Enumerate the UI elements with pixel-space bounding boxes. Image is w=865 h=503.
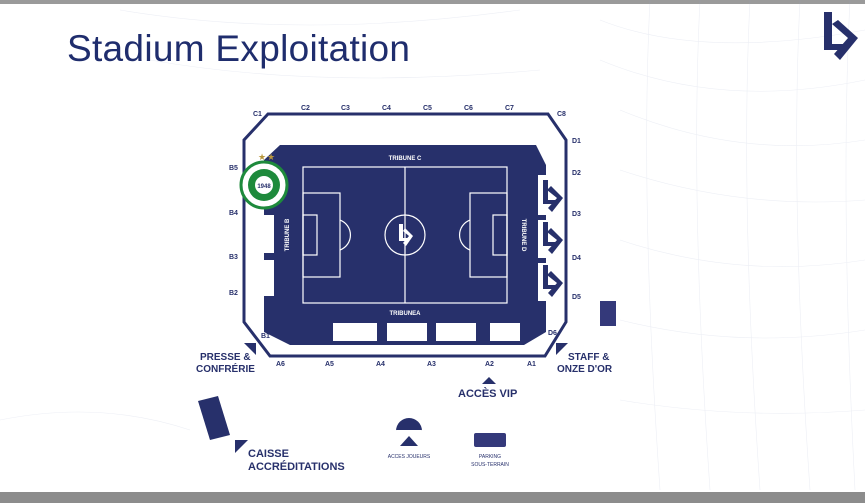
center-ls-logo-icon — [399, 224, 413, 246]
sector-label: C1 — [253, 111, 262, 118]
sector-label: C4 — [382, 105, 391, 112]
sector-label: A3 — [427, 361, 436, 368]
sector-label: D1 — [572, 138, 581, 145]
parking-legend-icon — [474, 433, 506, 447]
tribune-b-label: TRIBUNE B — [285, 218, 291, 251]
star-icon: ★ — [258, 152, 266, 162]
top-border — [0, 0, 865, 4]
sector-label: C6 — [464, 105, 473, 112]
onze-dor-label: ONZE D'OR — [557, 364, 613, 375]
sector-label: B2 — [229, 290, 238, 297]
entrance-marker-icon — [556, 343, 568, 355]
sector-label: B5 — [229, 165, 238, 172]
sector-label: C8 — [557, 111, 566, 118]
entrance-marker-icon — [244, 343, 256, 355]
badge-year: 1948 — [257, 184, 271, 190]
caisse-building — [198, 396, 230, 440]
acces-joueurs-arrow-icon — [400, 436, 418, 446]
vip-arrow-icon — [482, 377, 496, 384]
sector-label: D6 — [548, 330, 557, 337]
ls-logo-d-icons — [543, 180, 563, 297]
sector-label: A6 — [276, 361, 285, 368]
entrance-marker-icon — [235, 440, 248, 453]
football-pitch — [302, 166, 508, 304]
ls-logo-icon — [824, 12, 858, 60]
confrerie-label: CONFRÉRIE — [196, 362, 255, 375]
sector-label: C2 — [301, 105, 310, 112]
staff-label: STAFF & — [568, 352, 609, 363]
sector-label: C5 — [423, 105, 432, 112]
tribune-a-seating-blocks — [332, 323, 520, 352]
parking-marker — [600, 301, 616, 326]
caisse-label: CAISSE — [248, 448, 289, 460]
sector-label: D3 — [572, 211, 581, 218]
sector-label: A4 — [376, 361, 385, 368]
acces-vip-label: ACCÈS VIP — [458, 387, 517, 400]
sous-terrain-label: SOUS-TERRAIN — [471, 462, 509, 468]
tribune-c-seating-blocks — [300, 118, 520, 144]
tribune-d-label: TRIBUNE D — [520, 219, 526, 252]
sector-label: D2 — [572, 170, 581, 177]
sector-label: D5 — [572, 294, 581, 301]
tribune-b-seating-blocks — [248, 215, 274, 296]
tribune-c-label: TRIBUNE C — [389, 156, 422, 162]
sector-label: B3 — [229, 254, 238, 261]
acces-joueurs-icon — [396, 418, 422, 431]
presse-label: PRESSE & — [200, 352, 251, 363]
parking-label: PARKING — [479, 454, 501, 460]
sector-label: C3 — [341, 105, 350, 112]
tribune-a-label: TRIBUNEA — [390, 311, 422, 317]
star-icon: ★ — [267, 152, 275, 162]
sector-label: A1 — [527, 361, 536, 368]
bottom-border — [0, 492, 865, 503]
sector-label: D4 — [572, 255, 581, 262]
sector-label: A5 — [325, 361, 334, 368]
acces-joueurs-label: ACCES JOUEURS — [388, 454, 431, 460]
accreditations-label: ACCRÉDITATIONS — [248, 460, 345, 473]
sector-label: C7 — [505, 105, 514, 112]
sector-label: B1 — [261, 333, 270, 340]
sector-label: B4 — [229, 210, 238, 217]
page-title: Stadium Exploitation — [67, 28, 411, 69]
sector-label: A2 — [485, 361, 494, 368]
club-badge: 1948 ★ ★ — [239, 152, 289, 210]
